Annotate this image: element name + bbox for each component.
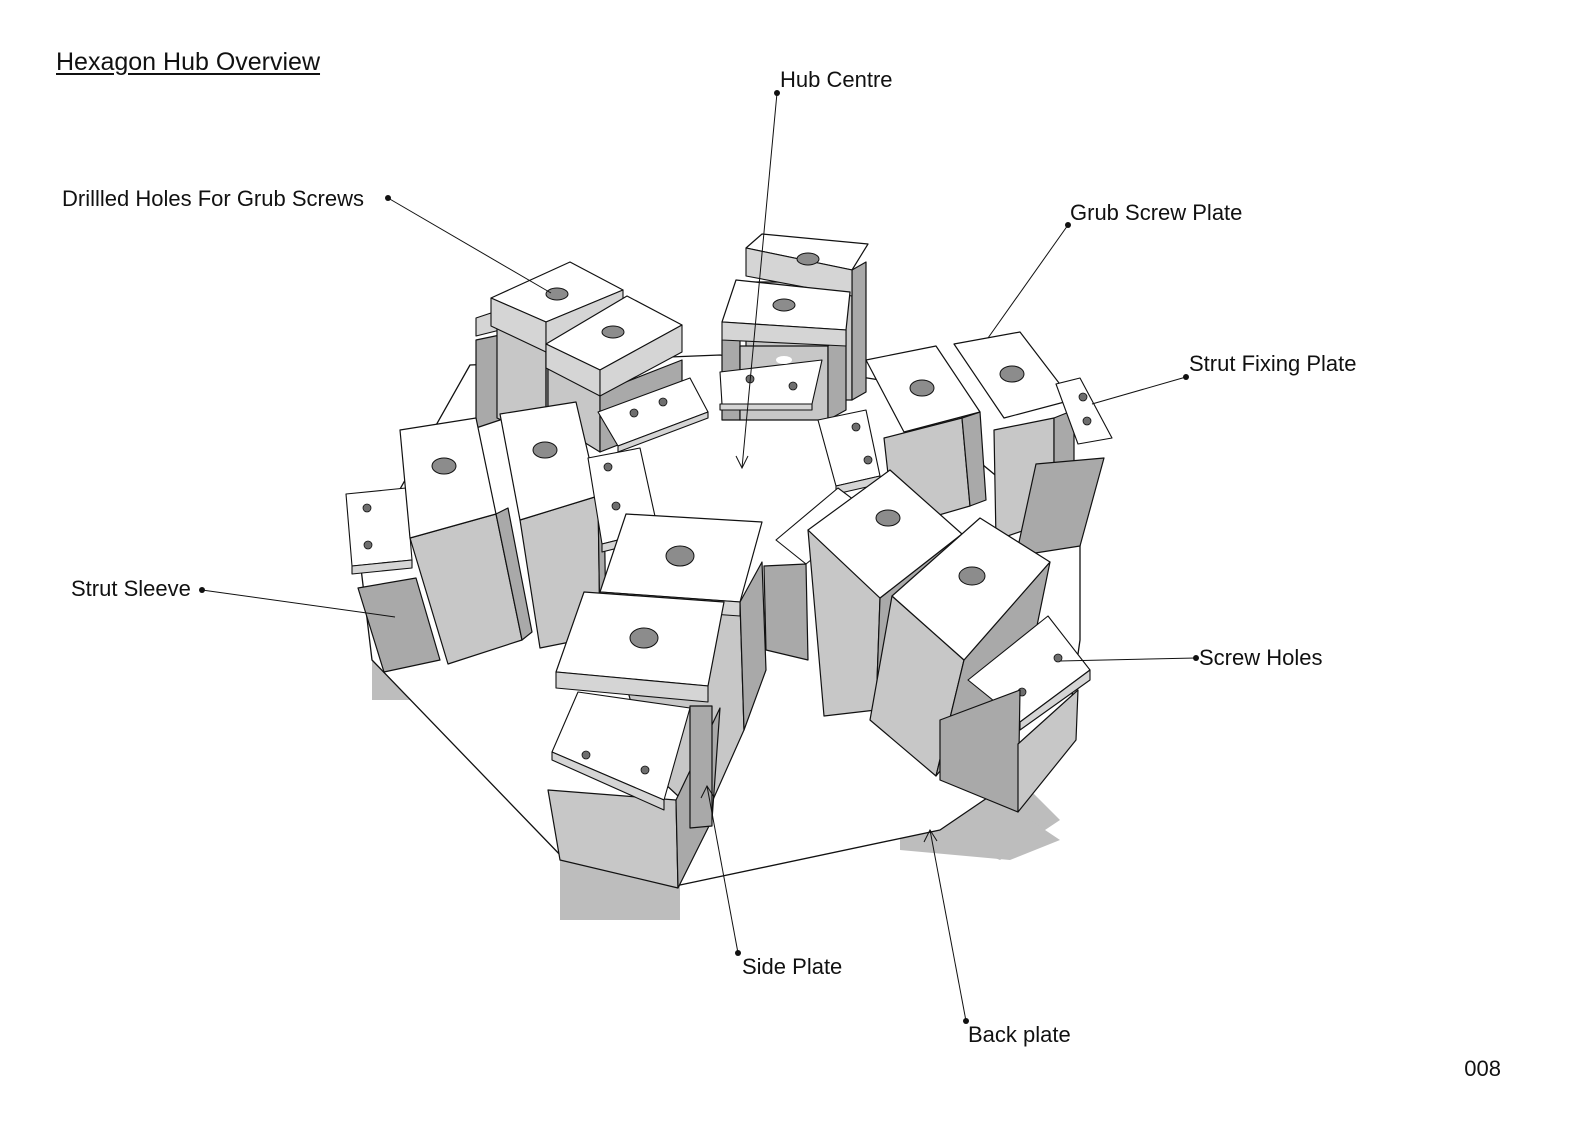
leader-lines (199, 90, 1199, 1024)
label-strut-sleeve: Strut Sleeve (71, 576, 191, 601)
grub-screw-hole (958, 566, 986, 586)
label-side-plate: Side Plate (742, 954, 843, 979)
strut-sleeve-front-right-2 (869, 517, 1091, 813)
label-screw-holes: Screw Holes (1199, 645, 1323, 670)
strut-fixing-plate (1055, 377, 1113, 445)
grub-screw-hole (909, 379, 935, 397)
label-strut-fixing-plate: Strut Fixing Plate (1189, 351, 1357, 376)
side-plate (689, 705, 713, 829)
grub-screw-hole (431, 457, 457, 475)
strut-sleeve-front-left-2 (547, 591, 725, 889)
grub-screw-hole (629, 627, 659, 649)
strut-sleeve-right-back-2 (953, 331, 1113, 557)
grub-screw-hole (601, 325, 625, 339)
strut-sleeve-right-back (817, 345, 987, 529)
grub-screw-hole (999, 365, 1025, 383)
strut-sleeve-back-centre-2 (719, 279, 851, 421)
label-drilled-holes: Drillled Holes For Grub Screws (62, 186, 364, 211)
strut-sleeve-left (345, 417, 533, 673)
grub-screw-hole (796, 252, 820, 266)
grub-screw-hole (545, 287, 569, 301)
strut-fixing-plate (345, 487, 413, 567)
grub-screw-hole (665, 545, 695, 567)
page-number: 008 (1464, 1056, 1501, 1081)
page-title: Hexagon Hub Overview (56, 48, 321, 76)
label-hub-centre: Hub Centre (780, 67, 893, 92)
grub-screw-hole (772, 298, 796, 312)
strut-sleeve-back-left-2 (545, 295, 709, 453)
grub-screw-hole (532, 441, 558, 459)
label-grub-screw-plate: Grub Screw Plate (1070, 200, 1243, 225)
label-back-plate: Back plate (968, 1022, 1071, 1047)
grub-screw-hole (875, 509, 901, 527)
